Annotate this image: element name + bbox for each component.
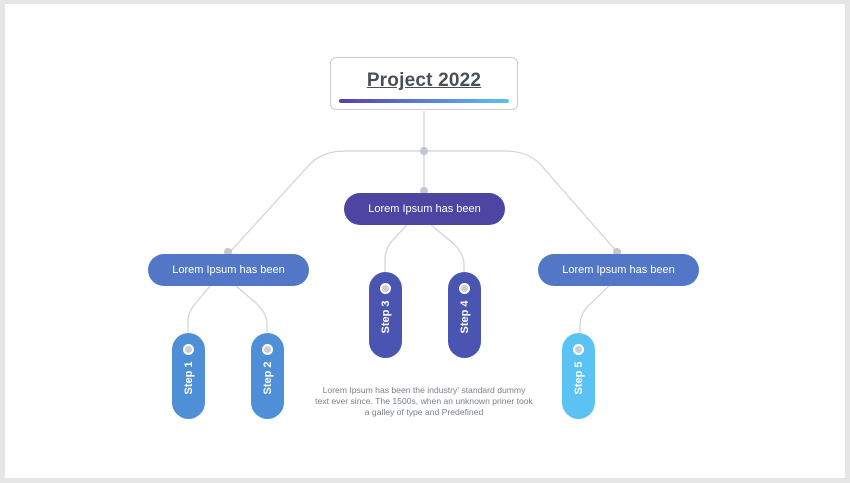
step-5-card: Step 5 (562, 333, 595, 419)
connector-left-step2 (234, 284, 268, 332)
step-3-label: Step 3 (379, 300, 392, 334)
step-1-label: Step 1 (182, 361, 195, 395)
step-2-card: Step 2 (251, 333, 284, 419)
connector-dot-center (420, 187, 428, 195)
step-5-knob (573, 344, 584, 355)
step-4-knob (459, 283, 470, 294)
connector-lines (187, 111, 619, 332)
connector-dot-left (224, 248, 232, 256)
connector-dot-right (613, 248, 621, 256)
title-box: Project 2022 (330, 57, 518, 110)
right-node: Lorem Ipsum has been (538, 254, 699, 286)
step-3-knob (380, 283, 391, 294)
step-4-card: Step 4 (448, 272, 481, 358)
step-1-card: Step 1 (172, 333, 205, 419)
step-3-card: Step 3 (369, 272, 402, 358)
step-2-knob (262, 344, 273, 355)
connector-left-step1 (187, 284, 212, 332)
connector-center-step3 (384, 224, 408, 272)
step-2-label: Step 2 (261, 361, 274, 395)
left-node: Lorem Ipsum has been (148, 254, 309, 286)
connector-center-step4 (430, 224, 465, 272)
step-4-label: Step 4 (458, 300, 471, 334)
page-title: Project 2022 (366, 70, 482, 91)
center-node: Lorem Ipsum has been (344, 193, 505, 225)
connector-hub-left (228, 150, 424, 254)
step-5-label: Step 5 (572, 361, 585, 395)
title-gradient-bar (339, 99, 509, 103)
description-text: Lorem Ipsum has been the industry' stand… (315, 385, 533, 417)
connector-dot-title (420, 147, 428, 155)
slide: Project 2022 Lorem Ipsum has been Lorem … (5, 4, 845, 478)
connector-right-step5 (579, 284, 611, 332)
connector-hub-right (424, 150, 619, 254)
step-1-knob (183, 344, 194, 355)
